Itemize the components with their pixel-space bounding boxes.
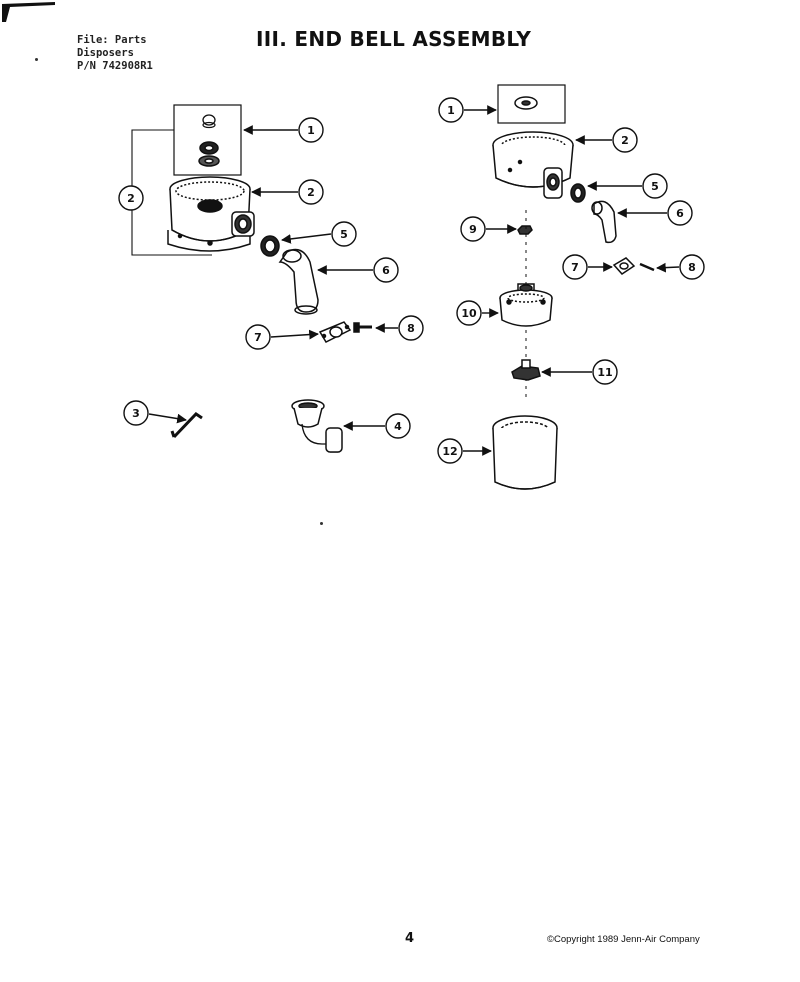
file-info-block: File: Parts Disposers P/N 742908R1 <box>77 34 153 73</box>
callout-left-5: 5 <box>340 228 348 241</box>
file-label: File: Parts <box>77 34 147 46</box>
left-gasket <box>260 235 280 257</box>
callout-right-10: 10 <box>461 307 477 320</box>
right-motor-shell <box>492 415 558 490</box>
wrench-part <box>170 412 203 439</box>
callout-right-12: 12 <box>442 445 457 458</box>
callout-left-2a: 2 <box>307 186 315 199</box>
left-callouts <box>118 117 424 350</box>
callout-right-5: 5 <box>651 180 659 193</box>
stopper-tailpiece-part <box>291 399 343 453</box>
right-discharge-elbow <box>591 200 617 244</box>
callout-left-2b: 2 <box>127 192 135 205</box>
left-discharge-elbow <box>278 248 319 315</box>
right-kit-cap <box>514 96 538 110</box>
callout-right-11: 11 <box>597 366 612 379</box>
left-bolt <box>353 322 372 333</box>
callout-left-6: 6 <box>382 264 390 277</box>
left-assembly <box>131 104 372 343</box>
right-end-bell-housing <box>492 131 574 199</box>
right-callouts <box>437 97 705 464</box>
left-kit-seal-parts <box>198 114 220 167</box>
copyright-notice: ©Copyright 1989 Jenn-Air Company <box>547 934 700 945</box>
page-number: 4 <box>405 931 415 946</box>
left-kit-box <box>173 104 242 176</box>
callout-right-2: 2 <box>621 134 629 147</box>
callout-3: 3 <box>132 407 140 420</box>
callout-left-8: 8 <box>407 322 415 335</box>
loose-parts <box>170 399 343 453</box>
callout-left-1: 1 <box>307 124 315 137</box>
right-rotor <box>499 283 553 327</box>
callout-right-6: 6 <box>676 207 684 220</box>
right-flange <box>612 257 636 275</box>
callout-right-9: 9 <box>469 223 477 236</box>
right-bolt <box>639 262 655 272</box>
right-nut <box>517 225 533 235</box>
scan-corner-mark <box>2 2 55 22</box>
right-gasket <box>570 183 586 203</box>
scan-speck <box>35 58 38 61</box>
callout-right-8: 8 <box>688 261 696 274</box>
category-label: Disposers <box>77 47 134 59</box>
left-flange <box>318 321 352 343</box>
callout-left-7: 7 <box>254 331 262 344</box>
page-title: III. END BELL ASSEMBLY <box>256 27 532 51</box>
callout-4: 4 <box>394 420 402 433</box>
loose-callouts <box>123 400 411 439</box>
left-end-bell-housing <box>167 176 255 252</box>
callout-right-7: 7 <box>571 261 579 274</box>
part-number-label: P/N 742908R1 <box>77 60 153 72</box>
right-kit-box <box>497 84 566 124</box>
scan-speck <box>320 522 323 525</box>
callout-right-1: 1 <box>447 104 455 117</box>
right-assembly <box>492 84 655 490</box>
right-impeller <box>511 359 541 381</box>
